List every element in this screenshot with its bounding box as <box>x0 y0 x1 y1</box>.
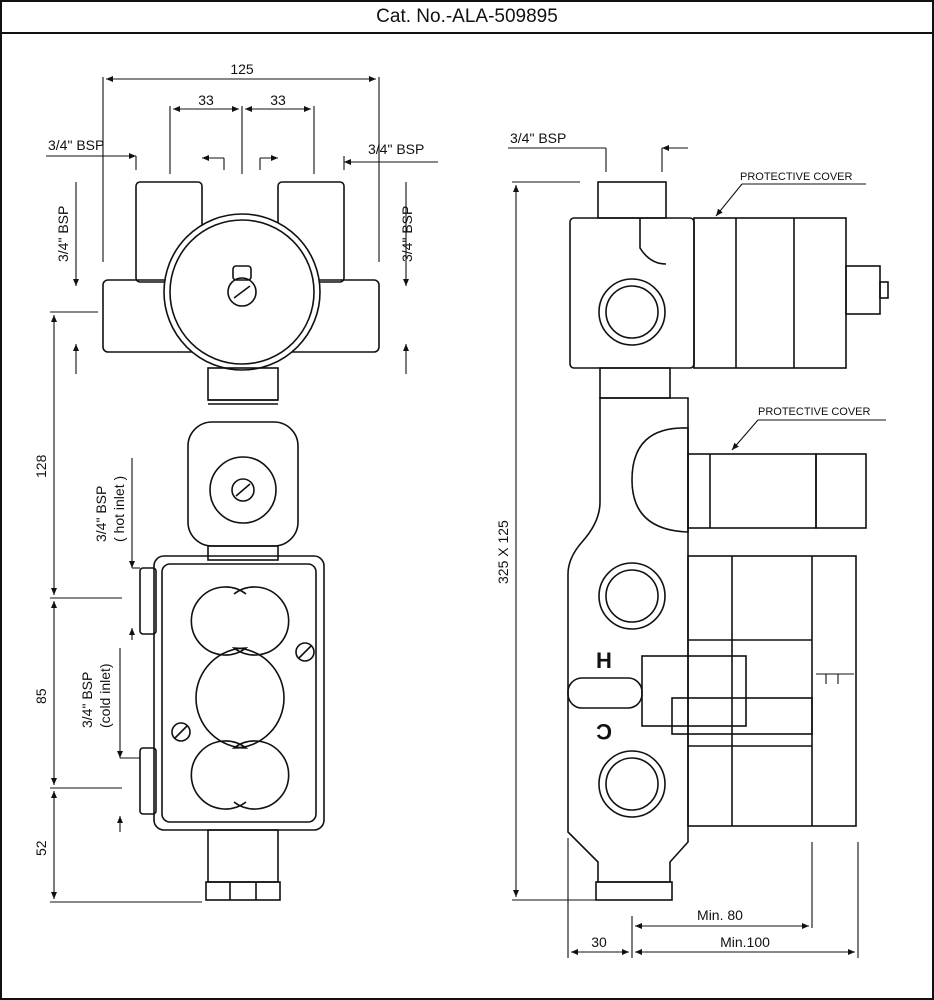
cold-mark: C <box>596 719 612 744</box>
hot-inlet-label-2: ( hot inlet ) <box>111 476 127 542</box>
bsp-top-right-label: 3/4" BSP <box>368 141 424 157</box>
dim-128: 128 <box>33 454 49 478</box>
side-view <box>567 181 889 901</box>
middle-dome <box>631 427 689 533</box>
middle-screw <box>231 478 255 502</box>
hot-mark: H <box>596 648 612 673</box>
hot-inlet-label-1: 3/4" BSP <box>93 486 109 542</box>
lower-nut <box>205 881 281 901</box>
middle-cartridge-cap <box>209 456 277 524</box>
dim-min-100: Min.100 <box>720 934 770 950</box>
middle-cover-cap <box>815 453 867 529</box>
protective-cover-label-middle: PROTECTIVE COVER <box>758 406 871 418</box>
cold-inlet-label-1: 3/4" BSP <box>79 672 95 728</box>
protective-cover-label-top: PROTECTIVE COVER <box>740 171 853 183</box>
side-bottom-nut <box>595 881 673 901</box>
dim-min-80: Min. 80 <box>697 907 743 923</box>
top-protective-cover <box>693 217 847 369</box>
side-top-outlet <box>597 181 667 219</box>
lower-neck <box>207 829 279 883</box>
lower-cartridge-sleeve <box>671 697 813 735</box>
bsp-side-view-label: 3/4" BSP <box>510 130 566 146</box>
side-upper-port <box>598 278 666 346</box>
dim-85: 85 <box>33 688 49 704</box>
middle-neck <box>207 545 279 561</box>
bsp-side-right-label: 3/4" BSP <box>399 206 415 262</box>
lower-cartridge-core <box>641 655 747 727</box>
middle-protective-cover <box>687 453 817 529</box>
front-view-labels: 125 33 33 3/4" BSP 3/4" BSP 3/4" BSP 3/4… <box>33 61 424 856</box>
diverter-key <box>232 265 252 281</box>
dim-33-right: 33 <box>270 92 286 108</box>
cold-inlet-label-2: (cold inlet) <box>97 663 113 728</box>
side-view-dimensions <box>508 145 886 958</box>
front-view-dimensions <box>46 76 438 903</box>
side-view-labels: 3/4" BSP PROTECTIVE COVER PROTECTIVE COV… <box>495 130 871 950</box>
three-lobe-opening <box>231 586 290 810</box>
dim-125: 125 <box>230 61 254 77</box>
dim-52: 52 <box>33 840 49 856</box>
lower-protective-box <box>153 555 325 831</box>
catalog-title: Cat. No.-ALA-509895 <box>2 2 932 34</box>
dim-33-left: 33 <box>198 92 214 108</box>
cold-inlet-stub <box>139 747 157 815</box>
hot-port <box>598 562 666 630</box>
diverter-screw <box>227 277 257 307</box>
cold-port <box>598 750 666 818</box>
front-view <box>102 181 380 901</box>
lower-cartridge-stem <box>567 677 643 709</box>
side-neck <box>599 367 671 399</box>
top-cover-spindle <box>845 265 881 315</box>
lower-cartridge-housing <box>687 555 857 827</box>
hot-inlet-stub <box>139 567 157 635</box>
middle-cartridge-block <box>187 421 299 547</box>
dim-325x125: 325 X 125 <box>495 520 511 584</box>
box-screw-right <box>295 642 315 662</box>
upper-neck <box>207 367 279 401</box>
bsp-top-left-label: 3/4" BSP <box>48 137 104 153</box>
box-screw-left <box>171 722 191 742</box>
dim-30: 30 <box>591 934 607 950</box>
bsp-side-left-label: 3/4" BSP <box>55 206 71 262</box>
diverter-head-inner <box>169 219 315 365</box>
